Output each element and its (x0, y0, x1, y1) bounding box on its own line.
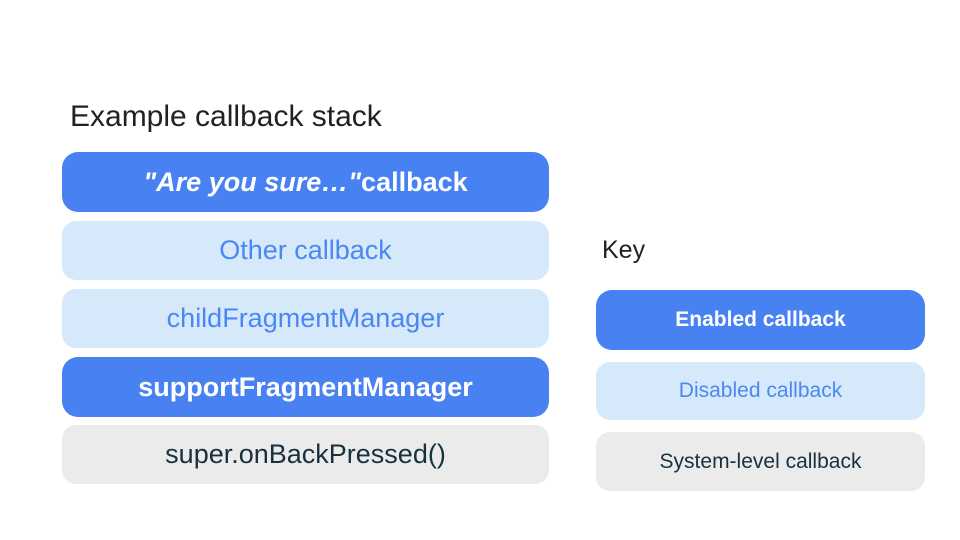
stack-item-label-emphasis: "Are you sure…" (143, 166, 362, 197)
stack-item-super-on-back-pressed: super.onBackPressed() (62, 425, 549, 484)
stack-item-support-fragment-manager: supportFragmentManager (62, 357, 549, 417)
key-item-disabled-callback: Disabled callback (596, 362, 925, 420)
key-title: Key (602, 236, 646, 264)
stack-item-other-callback: Other callback (62, 221, 549, 280)
stack-item-child-fragment-manager: childFragmentManager (62, 289, 549, 348)
stack-title: Example callback stack (70, 100, 382, 133)
stack-item-are-you-sure-callback: "Are you sure…" callback (62, 152, 549, 212)
stack-item-label-rest: callback (361, 166, 468, 197)
key-item-system-level-callback: System-level callback (596, 432, 925, 491)
key-item-enabled-callback: Enabled callback (596, 290, 925, 350)
